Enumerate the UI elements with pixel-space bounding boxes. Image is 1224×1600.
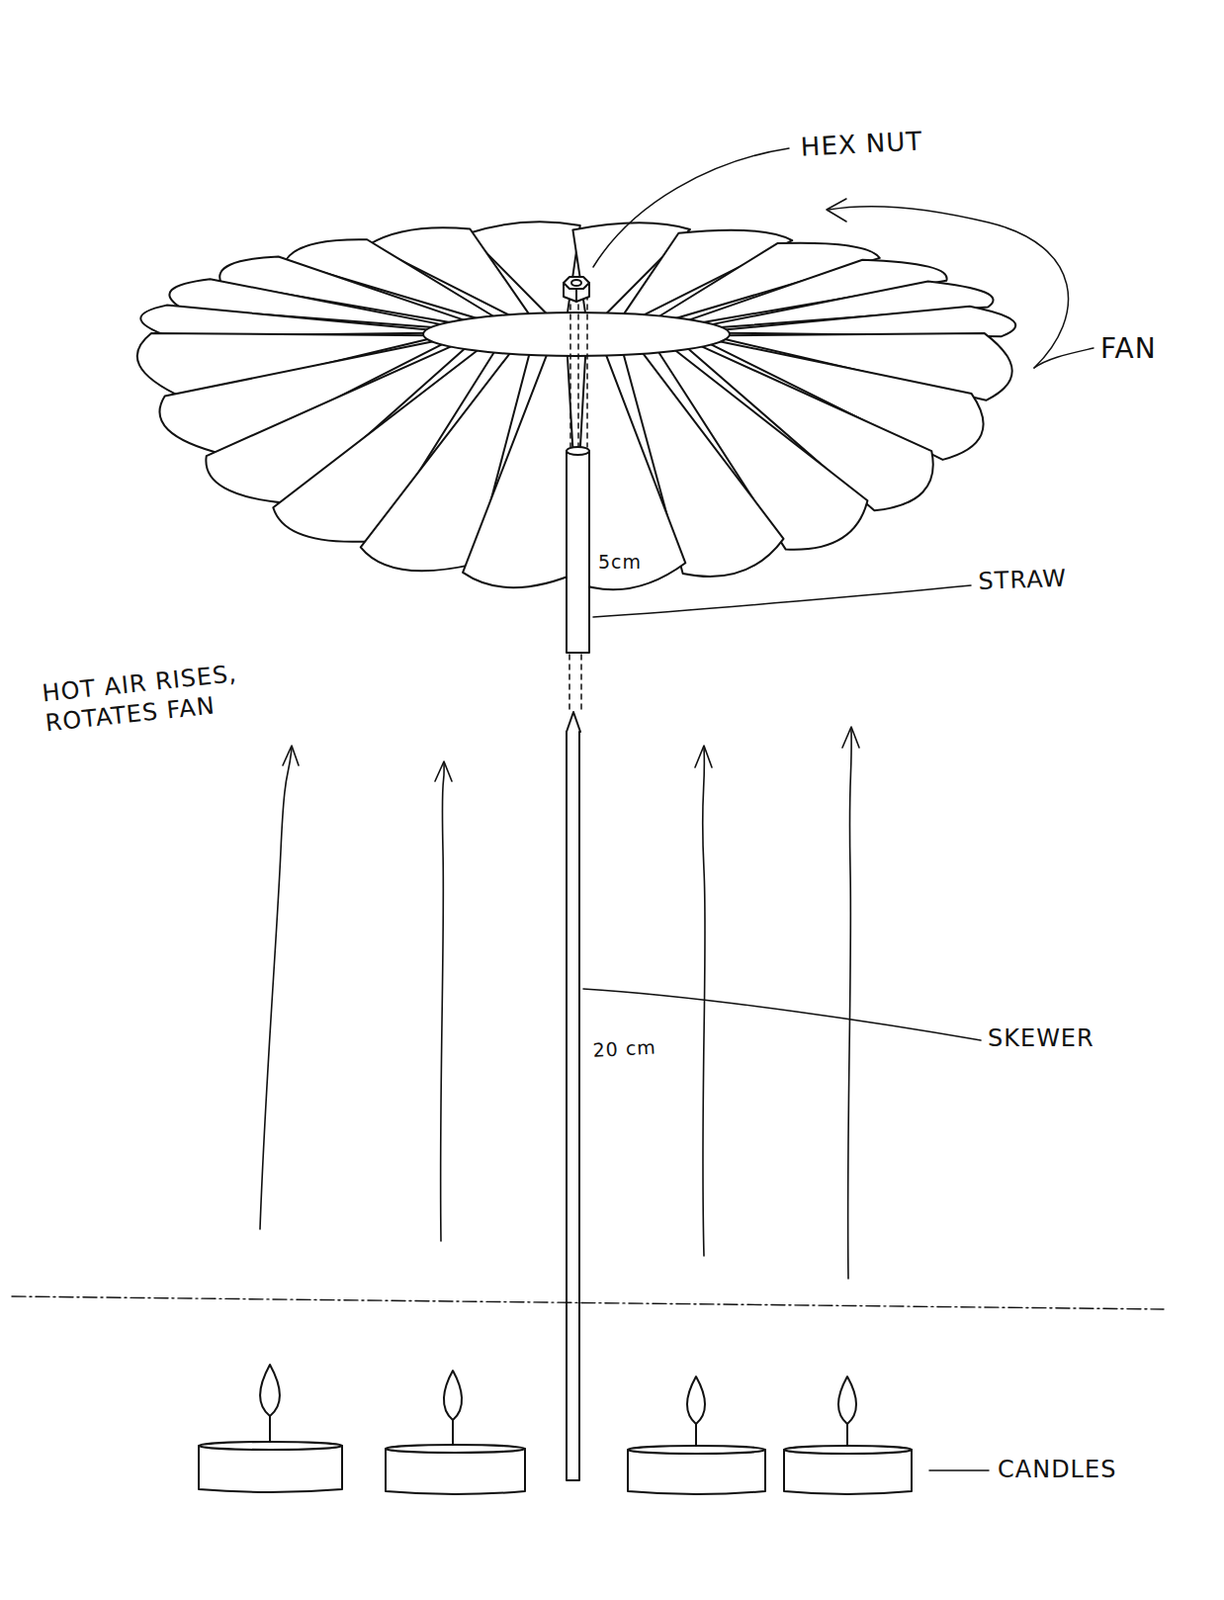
hex-nut [563,276,590,302]
part-label: SKEWER [984,1022,1098,1054]
fan-blade [140,305,432,337]
part-label: CANDLES [994,1453,1120,1486]
straw [566,450,590,653]
straw-top [566,446,590,455]
skewer-tip [566,711,581,732]
fan-blade [721,306,1016,337]
part-label: HEX NUT [796,123,927,165]
candles [198,1364,912,1494]
dimension-label: 20 cm [589,1034,660,1063]
fan-hub [423,312,730,356]
dimension-label: 5cm [595,549,645,576]
skewer [566,731,580,1481]
ground-line [11,1296,1164,1310]
leader-lines [583,148,1094,1471]
part-label: STRAW [974,562,1070,598]
part-label: FAN [1097,330,1160,367]
fan-blade [462,354,581,589]
hot-air-arrows [260,726,860,1279]
hidden-skewer [569,294,588,714]
note-label: HOT AIR RISES, ROTATES FAN [37,652,286,739]
